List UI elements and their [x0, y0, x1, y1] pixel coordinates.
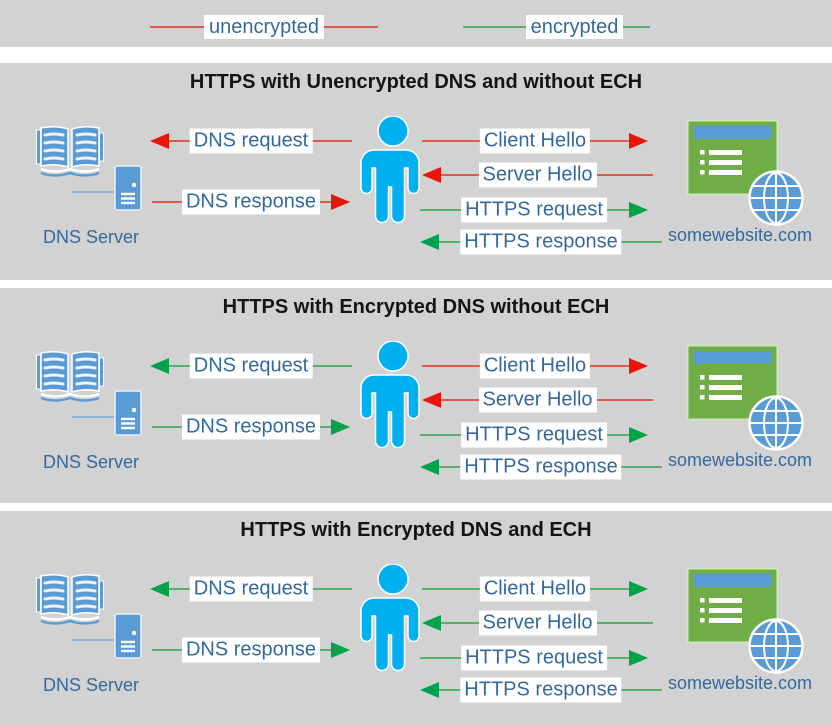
- panel-unencrypted-dns-no-ech: HTTPS with Unencrypted DNS and without E…: [0, 63, 832, 280]
- arrow-dns-request: DNS request: [150, 576, 352, 602]
- arrowhead-icon: [331, 194, 350, 210]
- arrow-https-response: HTTPS response: [420, 677, 662, 703]
- server-icon: [114, 613, 142, 659]
- website-globe-icon: [686, 567, 808, 675]
- arrowhead-icon: [420, 459, 439, 475]
- arrow-dns-response: DNS response: [152, 189, 350, 215]
- website-label: somewebsite.com: [667, 450, 813, 470]
- arrow-server-hello: Server Hello: [422, 610, 653, 636]
- arrow-https-response: HTTPS response: [420, 454, 662, 480]
- arrowhead-icon: [331, 642, 350, 658]
- arrow-https-request: HTTPS request: [420, 422, 648, 448]
- open-book-icon: [36, 125, 104, 177]
- website-label: somewebsite.com: [667, 673, 813, 693]
- arrowhead-icon: [150, 358, 169, 374]
- book-server-connector: [72, 639, 114, 641]
- legend-item-encrypted: encrypted: [463, 14, 650, 40]
- panel-encrypted-dns-no-ech: HTTPS with Encrypted DNS without ECH DNS…: [0, 288, 832, 503]
- book-server-connector: [72, 416, 114, 418]
- dns-server-label: DNS Server: [42, 452, 140, 472]
- arrow-https-response: HTTPS response: [420, 229, 662, 255]
- open-book-icon: [36, 350, 104, 402]
- panel-title: HTTPS with Unencrypted DNS and without E…: [189, 71, 643, 93]
- legend-bar: unencrypted encrypted: [0, 0, 832, 47]
- legend-line-unencrypted: [150, 26, 204, 28]
- arrow-https-request: HTTPS request: [420, 197, 648, 223]
- arrowhead-icon: [331, 419, 350, 435]
- arrowhead-icon: [420, 682, 439, 698]
- arrowhead-icon: [422, 392, 441, 408]
- legend-line-encrypted: [463, 26, 526, 28]
- arrow-client-hello: Client Hello: [422, 128, 648, 154]
- arrow-dns-request: DNS request: [150, 128, 352, 154]
- arrowhead-icon: [629, 358, 648, 374]
- dns-server-label: DNS Server: [42, 227, 140, 247]
- panel-title: HTTPS with Encrypted DNS and ECH: [240, 519, 592, 541]
- book-server-connector: [72, 191, 114, 193]
- arrowhead-icon: [629, 133, 648, 149]
- arrow-https-request: HTTPS request: [420, 645, 648, 671]
- arrowhead-icon: [629, 427, 648, 443]
- server-icon: [114, 390, 142, 436]
- legend-label-encrypted: encrypted: [525, 15, 624, 39]
- arrowhead-icon: [629, 581, 648, 597]
- arrowhead-icon: [629, 202, 648, 218]
- arrowhead-icon: [629, 650, 648, 666]
- arrowhead-icon: [150, 581, 169, 597]
- arrow-dns-request: DNS request: [150, 353, 352, 379]
- arrow-client-hello: Client Hello: [422, 353, 648, 379]
- arrow-dns-response: DNS response: [152, 637, 350, 663]
- website-globe-icon: [686, 119, 808, 227]
- panel-encrypted-dns-ech: HTTPS with Encrypted DNS and ECH DNS Ser…: [0, 511, 832, 725]
- legend-label-unencrypted: unencrypted: [203, 15, 325, 39]
- arrow-server-hello: Server Hello: [422, 162, 653, 188]
- arrowhead-icon: [422, 167, 441, 183]
- arrow-dns-response: DNS response: [152, 414, 350, 440]
- arrow-client-hello: Client Hello: [422, 576, 648, 602]
- legend-line-encrypted: [623, 26, 650, 28]
- arrow-server-hello: Server Hello: [422, 387, 653, 413]
- arrowhead-icon: [150, 133, 169, 149]
- arrowhead-icon: [420, 234, 439, 250]
- website-globe-icon: [686, 344, 808, 452]
- open-book-icon: [36, 573, 104, 625]
- legend-item-unencrypted: unencrypted: [150, 14, 379, 40]
- website-label: somewebsite.com: [667, 225, 813, 245]
- legend-line-unencrypted: [324, 26, 379, 28]
- panel-title: HTTPS with Encrypted DNS without ECH: [222, 296, 610, 318]
- dns-server-label: DNS Server: [42, 675, 140, 695]
- server-icon: [114, 165, 142, 211]
- arrowhead-icon: [422, 615, 441, 631]
